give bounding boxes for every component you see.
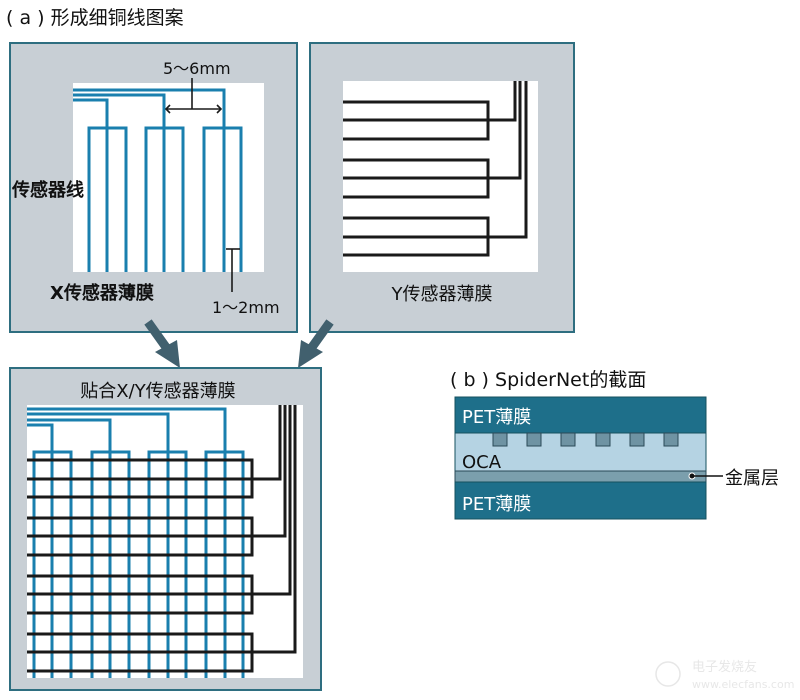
x-sensor-lines bbox=[73, 88, 243, 272]
y-sensor-panel: Y传感器薄膜 bbox=[309, 42, 575, 333]
watermark-name: 电子发烧友 bbox=[692, 659, 757, 675]
pet-top-label: PET薄膜 bbox=[462, 407, 531, 428]
pet-bottom-label: PET薄膜 bbox=[462, 494, 531, 515]
pitch-dimension bbox=[164, 78, 223, 114]
section-a-title: ( a ) 形成细铜线图案 bbox=[6, 7, 184, 29]
x-sensor-panel: 5～6mm 1～2mm 传感器线 X传感器薄膜 bbox=[9, 42, 298, 333]
watermark-url: www.elecfans.com bbox=[692, 678, 794, 691]
gap-label: 1～2mm bbox=[212, 298, 280, 317]
cross-section: PET薄膜 OCA PET薄膜 金属层 bbox=[454, 396, 779, 520]
combined-panel: 贴合X/Y传感器薄膜 bbox=[9, 367, 322, 691]
sensor-line-label: 传感器线 bbox=[11, 179, 84, 201]
combined-y-lines bbox=[27, 405, 297, 673]
watermark-logo: 电子发烧友 www.elecfans.com bbox=[655, 659, 794, 691]
gap-dimension bbox=[226, 248, 240, 292]
oca-label: OCA bbox=[462, 452, 502, 473]
metal-layer-label: 金属层 bbox=[725, 468, 779, 489]
section-b-title: ( b ) SpiderNet的截面 bbox=[450, 369, 646, 391]
merge-arrow-left-icon bbox=[144, 319, 180, 368]
y-panel-label: Y传感器薄膜 bbox=[391, 284, 493, 305]
combined-panel-label: 贴合X/Y传感器薄膜 bbox=[80, 381, 235, 402]
x-panel-label: X传感器薄膜 bbox=[50, 282, 154, 304]
y-sensor-lines bbox=[343, 81, 528, 257]
merge-arrow-right-icon bbox=[298, 319, 334, 368]
metal-wires bbox=[492, 432, 679, 447]
pitch-label: 5～6mm bbox=[163, 59, 231, 78]
